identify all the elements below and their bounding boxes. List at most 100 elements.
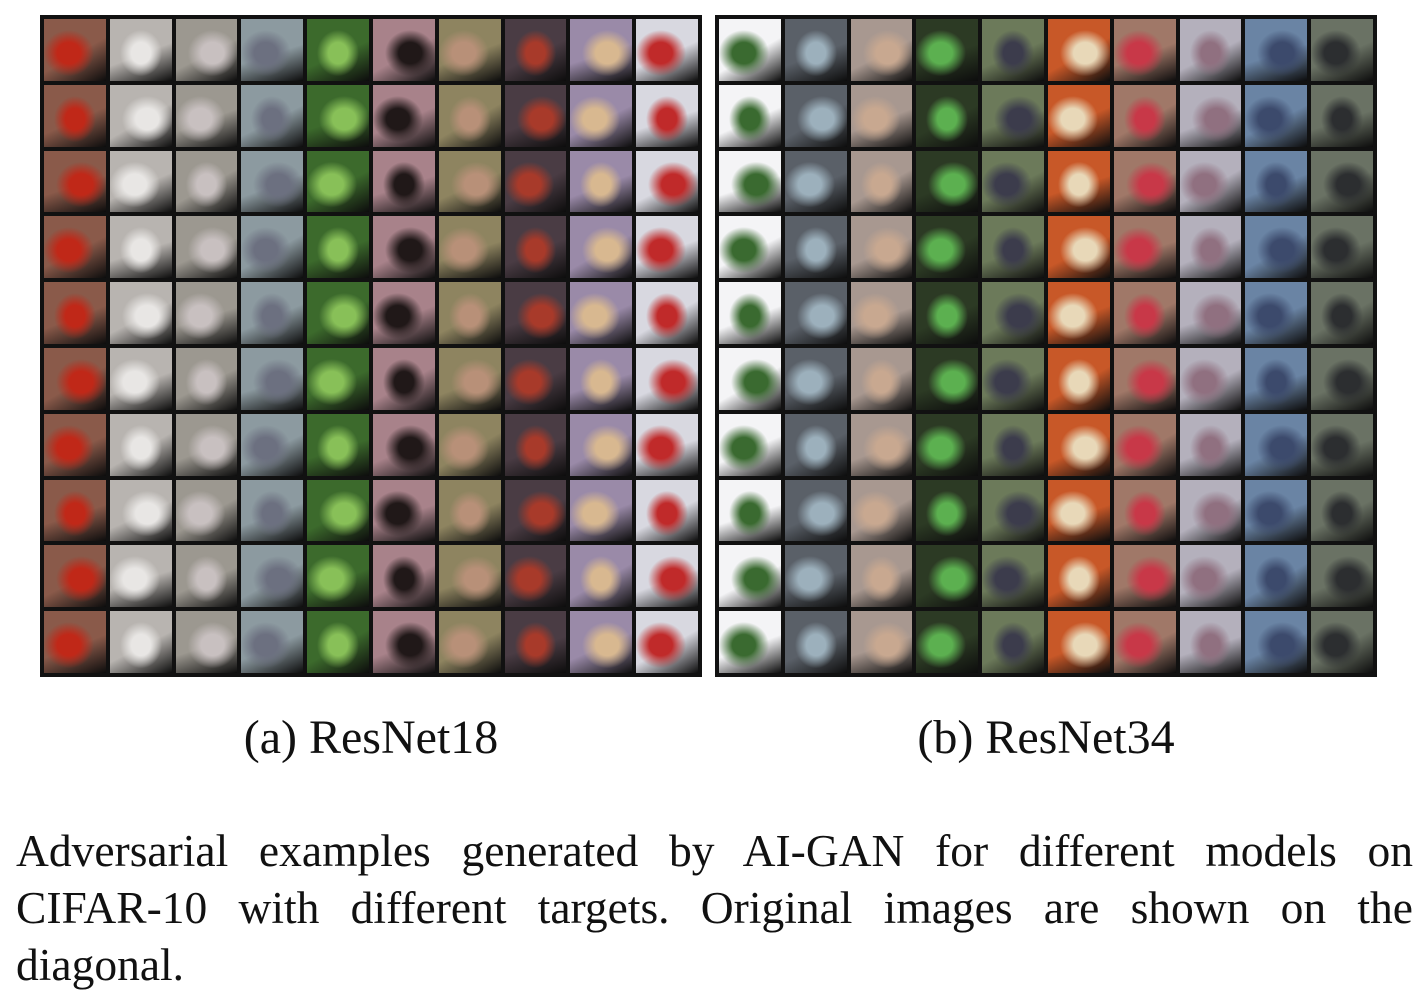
resnet34-thumbnail [1047,413,1110,476]
resnet34-thumbnail [1179,347,1242,410]
resnet34-thumbnail [1245,413,1308,476]
resnet18-thumbnail [504,84,567,147]
resnet18-thumbnail [175,545,238,608]
resnet18-thumbnail [175,216,238,279]
resnet34-thumbnail [916,150,979,213]
resnet18-thumbnail [241,347,304,410]
resnet34-thumbnail [1179,150,1242,213]
resnet34-thumbnail [1047,347,1110,410]
resnet34-thumbnail [1311,347,1373,410]
resnet34-thumbnail [719,150,781,213]
resnet34-thumbnail [1179,216,1242,279]
resnet34-thumbnail [1179,19,1242,81]
resnet18-thumbnail [636,282,698,344]
resnet18-thumbnail [175,84,238,147]
resnet34-thumbnail [719,611,781,673]
resnet34-thumbnail [850,216,913,279]
resnet34-thumbnail [1311,216,1373,279]
resnet18-thumbnail [44,611,106,673]
resnet18-thumbnail [109,216,172,279]
resnet18-thumbnail [109,282,172,344]
resnet18-thumbnail [307,216,369,279]
resnet34-thumbnail [719,19,781,81]
resnet34-thumbnail [1245,84,1308,147]
resnet18-thumbnail [504,216,567,279]
resnet34-thumbnail [850,479,913,542]
resnet34-thumbnail [850,545,913,608]
resnet18-thumbnail [109,84,172,147]
resnet34-thumbnail [916,545,979,608]
resnet18-thumbnail [438,611,501,673]
resnet18-thumbnail [438,347,501,410]
resnet34-thumbnail [1113,19,1176,81]
resnet34-thumbnail [850,413,913,476]
resnet34-thumbnail [916,84,979,147]
resnet18-thumbnail [372,545,435,608]
resnet34-thumbnail [719,216,781,279]
resnet34-thumbnail [982,282,1044,344]
resnet34-thumbnail [850,19,913,81]
resnet34-thumbnail [1311,413,1373,476]
resnet18-thumbnail [372,150,435,213]
resnet34-thumbnail [982,347,1044,410]
figure-caption: Adversarial examples generated by AI-GAN… [16,825,1413,990]
resnet18-thumbnail [109,479,172,542]
resnet18-thumbnail [109,19,172,81]
resnet34-thumbnail [784,413,847,476]
resnet18-thumbnail [636,216,698,279]
resnet34-thumbnail [1047,611,1110,673]
resnet18-thumbnail [438,413,501,476]
resnet34-thumbnail [719,545,781,608]
resnet34-thumbnail [784,347,847,410]
resnet18-thumbnail [44,84,106,147]
resnet18-thumbnail [570,84,633,147]
resnet18-image-grid [40,15,702,677]
resnet34-thumbnail [1113,413,1176,476]
resnet34-thumbnail [1047,84,1110,147]
resnet34-thumbnail [719,84,781,147]
resnet18-thumbnail [175,19,238,81]
resnet18-thumbnail [44,347,106,410]
resnet18-thumbnail [438,19,501,81]
resnet34-thumbnail [916,19,979,81]
resnet34-thumbnail [1179,479,1242,542]
resnet18-thumbnail [504,282,567,344]
resnet18-thumbnail [504,347,567,410]
subcaption-resnet18: (a) ResNet18 [243,711,499,764]
resnet34-thumbnail [982,413,1044,476]
resnet18-thumbnail [241,282,304,344]
resnet18-thumbnail [307,479,369,542]
resnet34-thumbnail [916,611,979,673]
resnet18-thumbnail [44,216,106,279]
resnet34-thumbnail [982,84,1044,147]
resnet18-thumbnail [175,413,238,476]
resnet34-thumbnail [1245,282,1308,344]
resnet18-thumbnail [438,545,501,608]
resnet34-thumbnail [784,150,847,213]
resnet18-thumbnail [307,19,369,81]
resnet18-thumbnail [241,545,304,608]
resnet18-thumbnail [372,611,435,673]
resnet18-thumbnail [438,282,501,344]
resnet18-thumbnail [241,216,304,279]
resnet18-thumbnail [504,413,567,476]
resnet18-thumbnail [241,479,304,542]
resnet34-thumbnail [1113,150,1176,213]
resnet18-thumbnail [372,347,435,410]
resnet18-thumbnail [570,611,633,673]
resnet18-thumbnail [44,413,106,476]
resnet18-thumbnail [636,413,698,476]
resnet34-thumbnail [916,282,979,344]
resnet18-thumbnail [175,282,238,344]
resnet18-thumbnail [241,150,304,213]
resnet18-thumbnail [504,479,567,542]
resnet18-thumbnail [504,611,567,673]
resnet34-thumbnail [1179,545,1242,608]
resnet18-thumbnail [438,479,501,542]
resnet18-thumbnail [504,150,567,213]
subcaption-resnet34: (b) ResNet34 [917,711,1175,764]
resnet34-thumbnail [1179,611,1242,673]
resnet18-thumbnail [438,150,501,213]
resnet34-thumbnail [1179,282,1242,344]
resnet18-thumbnail [241,611,304,673]
